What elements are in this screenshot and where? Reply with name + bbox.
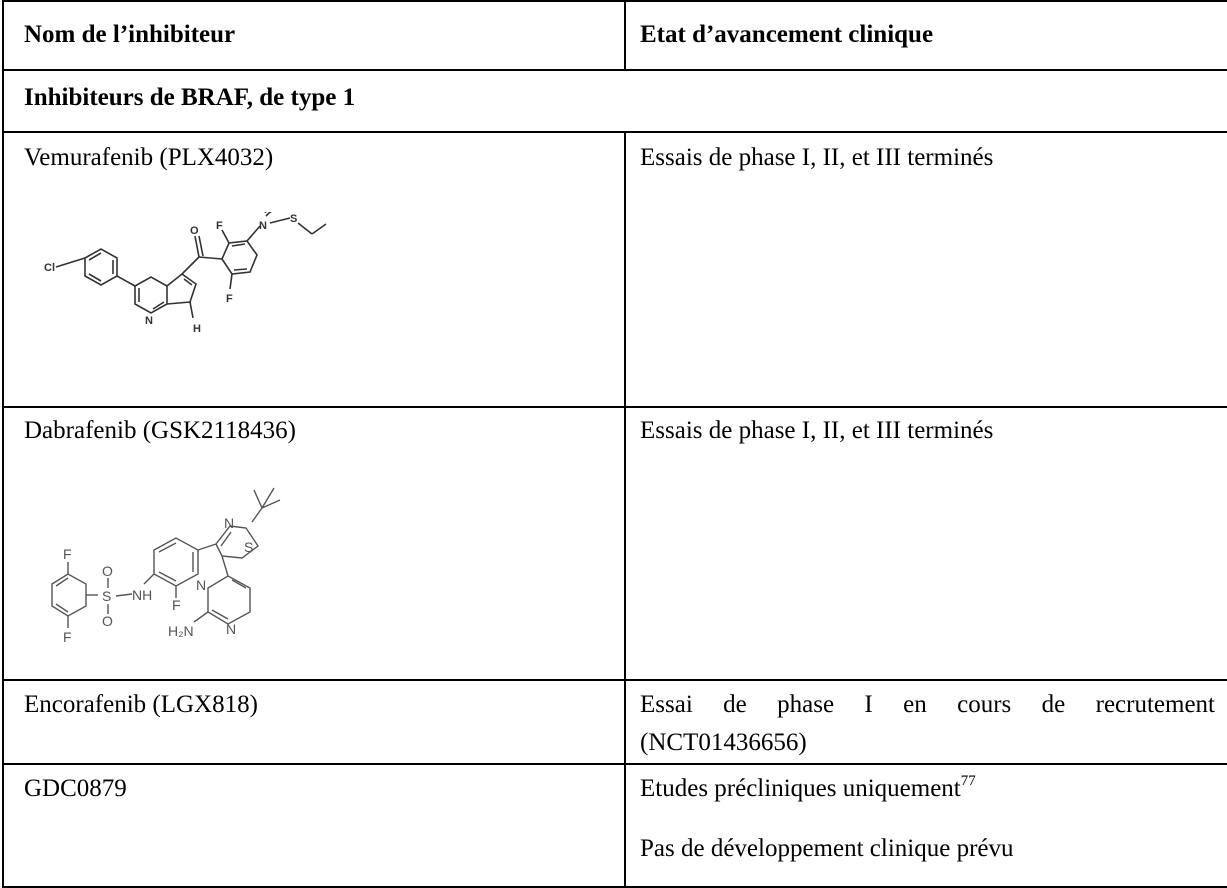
svg-text:S: S [244, 539, 253, 555]
header-col-name: Nom de l’inhibiteur [24, 21, 236, 48]
svg-text:H: H [193, 323, 201, 335]
svg-text:H₂N: H₂N [168, 623, 194, 639]
dabrafenib-structure-image: F F S O O NH F N S N N H₂N [51, 487, 281, 645]
section-title: Inhibiteurs de BRAF, de type 1 [24, 84, 356, 111]
header-col-status: Etat d’avancement clinique [640, 21, 934, 48]
svg-text:F: F [226, 293, 233, 305]
svg-text:F: F [172, 597, 181, 613]
svg-text:O: O [190, 225, 199, 237]
clinical-status-continued: (NCT01436656) [640, 729, 807, 756]
reference-superscript: 77 [960, 773, 976, 789]
column-divider [624, 0, 626, 70]
svg-text:S: S [102, 588, 111, 604]
table-border-top [2, 0, 1227, 2]
inhibitor-name: Vemurafenib (PLX4032) [24, 144, 274, 171]
svg-text:O: O [102, 563, 113, 579]
column-divider [624, 131, 626, 888]
row-divider [2, 763, 1227, 765]
clinical-status-continued: Pas de développement clinique prévu [640, 835, 1014, 862]
svg-text:N: N [145, 315, 153, 327]
inhibitor-name: GDC0879 [24, 775, 127, 802]
svg-text:O: O [102, 613, 113, 629]
clinical-status: Etudes précliniques uniquement77 [640, 774, 976, 804]
svg-text:N: N [226, 621, 236, 637]
table-border-bottom [2, 886, 1227, 888]
vemurafenib-structure-image: Cl N H F F N H S O O O [44, 212, 327, 335]
svg-text:S: S [290, 213, 297, 225]
status-text: Etudes précliniques uniquement [640, 775, 961, 802]
inhibitor-name: Dabrafenib (GSK2118436) [24, 417, 296, 444]
svg-text:NH: NH [132, 587, 152, 603]
row-divider [2, 406, 1227, 408]
svg-text:N: N [224, 515, 234, 531]
row-divider [2, 679, 1227, 681]
svg-text:N: N [259, 220, 267, 232]
svg-text:F: F [63, 546, 72, 562]
svg-text:N: N [196, 577, 206, 593]
svg-text:H: H [264, 212, 272, 216]
clinical-status: Essais de phase I, II, et III terminés [640, 417, 994, 444]
svg-text:F: F [63, 629, 72, 645]
row-divider [2, 131, 1227, 133]
clinical-status: Essai de phase I en cours de recrutement [640, 691, 1215, 718]
clinical-status: Essais de phase I, II, et III terminés [640, 144, 994, 171]
svg-text:Cl: Cl [44, 262, 55, 274]
svg-text:F: F [216, 220, 223, 232]
table-border-left [2, 0, 4, 888]
row-divider [2, 69, 1227, 71]
inhibitor-name: Encorafenib (LGX818) [24, 691, 258, 718]
